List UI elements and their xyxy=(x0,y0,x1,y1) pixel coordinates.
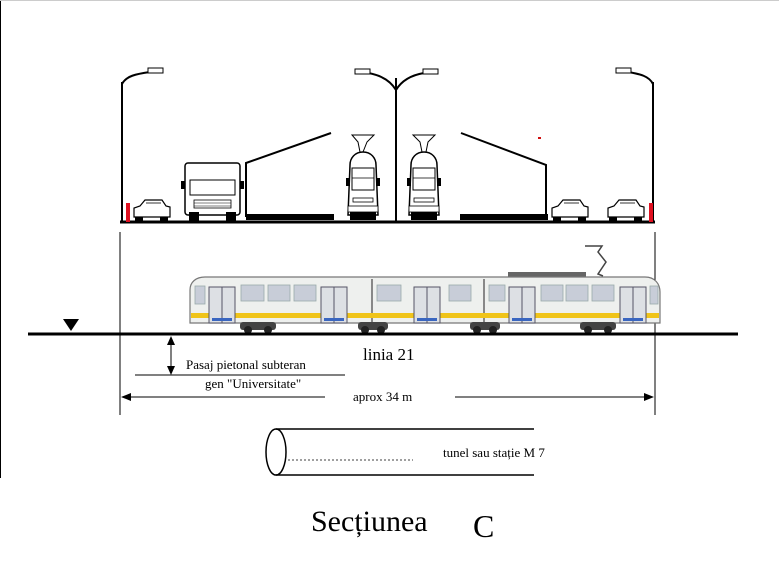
car-icon xyxy=(551,199,589,221)
tunnel-shape xyxy=(265,428,534,476)
barrier-right xyxy=(649,203,653,222)
truck-icon xyxy=(181,162,244,222)
street-level xyxy=(120,67,655,224)
street-lamp-icon xyxy=(354,68,439,222)
pedestrian-dimension xyxy=(135,336,345,376)
tram-front-icon xyxy=(346,134,380,220)
line-label: linia 21 xyxy=(363,345,414,364)
station-canopy-right xyxy=(460,132,548,220)
section-title: Secțiunea xyxy=(311,505,428,538)
car-icon xyxy=(607,199,645,221)
car-icon xyxy=(133,199,171,221)
tunnel-label: tunel sau stație M 7 xyxy=(443,445,545,460)
station-canopy-left xyxy=(245,132,334,220)
underground-tram xyxy=(189,245,661,334)
pedestrian-label-line1: Pasaj pietonal subteran xyxy=(186,357,306,372)
barrier-left xyxy=(126,203,130,222)
width-label: aprox 34 m xyxy=(353,389,412,404)
section-letter: C xyxy=(473,508,494,544)
street-lamp-icon xyxy=(121,67,164,222)
pedestrian-label-line2: gen "Universitate" xyxy=(205,376,301,391)
street-lamp-icon xyxy=(615,67,654,222)
roof-accent-dot xyxy=(538,137,541,139)
tram-front-icon xyxy=(407,134,441,220)
width-dimension xyxy=(121,393,654,401)
water-level-triangle-icon xyxy=(63,319,79,331)
